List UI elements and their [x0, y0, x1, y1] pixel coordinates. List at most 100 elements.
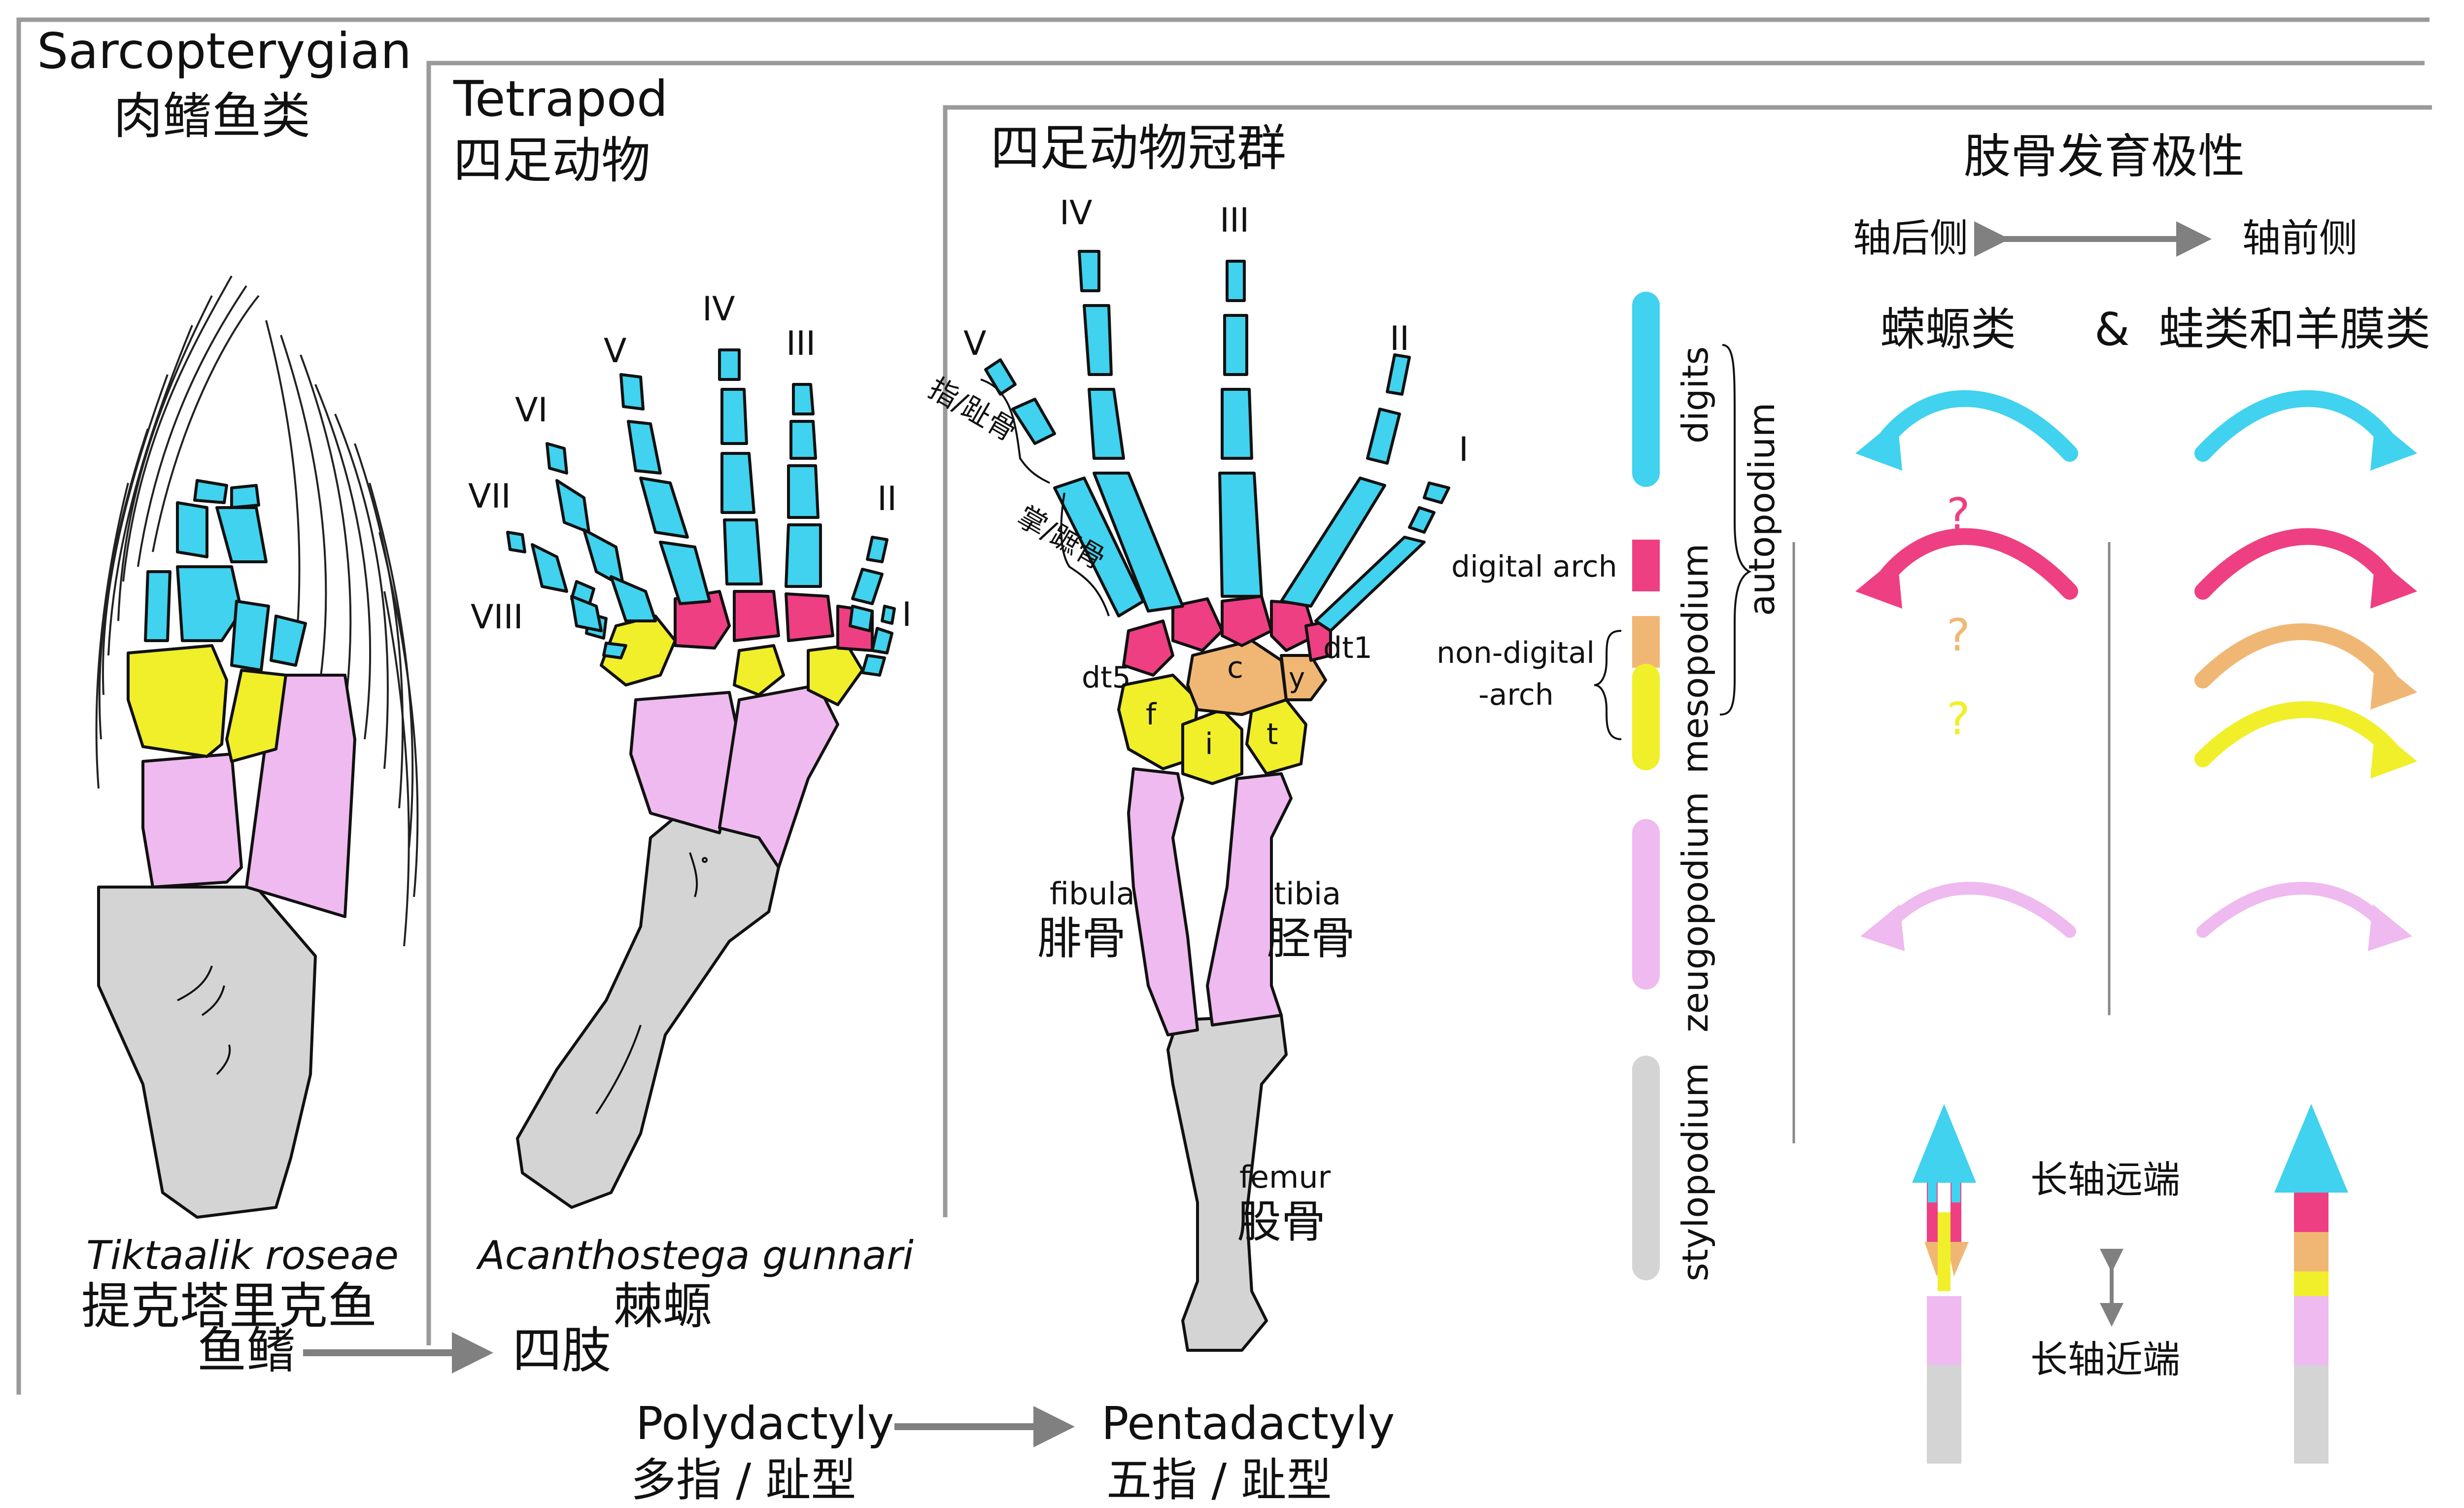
sarcopterygian-frame	[16, 17, 2430, 1395]
crown-digits	[984, 250, 1450, 632]
acanthostega-tarsal-1	[600, 615, 677, 686]
tiktaalik-cn-name: 提克塔里克鱼	[81, 1277, 377, 1335]
frog-zeugopodium-arrowhead	[2368, 904, 2412, 951]
acanthostega-digital-arch	[674, 590, 874, 652]
legend-non-digital-arch-label-1: non-digital	[1437, 636, 1595, 670]
frog-amniote-arcs	[2194, 390, 2417, 951]
tibia-label-cn: 胫骨	[1266, 913, 1355, 964]
fin-rays	[95, 275, 419, 947]
fibula-label: fibula	[1050, 876, 1135, 912]
distal-label: 长轴远端	[2030, 1158, 2180, 1201]
salamander-proximodistal-arrow	[1912, 1104, 1976, 1464]
tarsal-c-label: c	[1227, 651, 1243, 685]
fin-label-cn: 鱼鳍	[197, 1322, 296, 1379]
frog-digital-arch-arc	[2194, 528, 2398, 600]
tiktaalik-radial-7	[193, 479, 228, 504]
acanthostega-digit-label-vii: VII	[468, 477, 511, 516]
legend-non-digital-arch-bar-a	[1632, 616, 1660, 668]
crown-tetrapod-frame	[943, 105, 2432, 1217]
pentadactyly-label-cn: 五指 / 趾型	[1106, 1454, 1332, 1507]
tiktaalik-humerus	[97, 886, 317, 1219]
crown-digit-label-v: V	[963, 324, 987, 363]
acanthostega-cn-name: 棘螈	[614, 1277, 712, 1335]
sarcopterygian-title-cn: 肉鳍鱼类	[113, 87, 310, 145]
tiktaalik-fin	[95, 275, 419, 1219]
tiktaalik-intermedium	[225, 669, 287, 763]
limb-label-cn: 四肢	[513, 1322, 611, 1379]
segment-legend	[1632, 292, 1660, 1280]
crown-digit-label-iv: IV	[1060, 194, 1093, 233]
pentadactyly-label: Pentadactyly	[1101, 1397, 1395, 1450]
acanthostega-limb	[506, 348, 896, 1209]
salamanders-label: 蝾螈类	[1880, 303, 2016, 356]
sarcopterygian-title: Sarcopterygian	[37, 22, 411, 80]
tiktaalik-latin-name: Tiktaalik roseae	[86, 1233, 399, 1278]
acanthostega-digit-label-iii: III	[786, 324, 816, 363]
polydactyly-label: Polydactyly	[636, 1397, 894, 1450]
salamander-non-digital-arch-a-question: ?	[1947, 610, 1970, 661]
frog-digits-arc	[2194, 390, 2398, 462]
frog-non-digital-arch-b-arrowhead	[2370, 727, 2417, 779]
salamander-digits-arc	[1874, 390, 2078, 462]
polydactyly-label-cn: 多指 / 趾型	[631, 1454, 856, 1507]
tarsal-f-label: f	[1146, 697, 1157, 732]
tiktaalik-radial-8	[230, 484, 260, 509]
acanthostega-femur	[516, 812, 780, 1209]
frog-non-digital-arch-b-arc	[2194, 701, 2398, 767]
crown-tibia	[1206, 772, 1293, 1027]
salamander-zeugopodium-arc	[1881, 882, 2076, 938]
tiktaalik-radial-5	[230, 600, 270, 672]
fibula-label-cn: 腓骨	[1037, 913, 1126, 964]
frog-zeugopodium-arc	[2196, 882, 2392, 938]
postaxial-label: 轴后侧	[1853, 216, 1968, 261]
legend-digits-label: digits	[1675, 346, 1716, 444]
dt5-label: dt5	[1082, 660, 1131, 695]
crown-digital-arch	[1122, 595, 1332, 677]
crown-tetrapod-limb	[984, 250, 1450, 1352]
crown-femur	[1166, 1014, 1288, 1352]
femur-label-cn: 股骨	[1237, 1196, 1326, 1248]
crown-tarsal-c	[1186, 639, 1288, 716]
tarsal-i-label: i	[1205, 727, 1213, 761]
salamander-arcs	[1855, 390, 2078, 951]
tetrapod-title-cn: 四足动物	[453, 132, 650, 189]
crown-tarsal-f	[1117, 674, 1199, 770]
acanthostega-digit-label-vi: VI	[515, 391, 548, 430]
acanthostega-digit-label-iv: IV	[702, 290, 735, 329]
metapodials-bracket	[1060, 492, 1110, 617]
tetrapod-frame	[426, 61, 2425, 1345]
tibia-label: tibia	[1274, 876, 1341, 912]
salamander-digits-arrowhead	[1855, 419, 1902, 471]
acanthostega-digit-label-ii: II	[877, 480, 897, 518]
clade-frames	[16, 17, 2432, 1395]
acanthostega-digit-label-i: I	[902, 595, 912, 634]
acanthostega-latin-name: Acanthostega gunnari	[476, 1233, 914, 1278]
salamander-digital-arch-arc	[1874, 528, 2078, 600]
crown-digit-label-iii: III	[1220, 201, 1249, 240]
autopodium-brace	[1719, 344, 1752, 716]
acanthostega-fibula	[629, 691, 741, 834]
frog-digital-arch-arrowhead	[2370, 557, 2417, 609]
tiktaalik-radial-2	[176, 501, 208, 558]
crown-tarsal-y	[1280, 654, 1327, 701]
crown-tarsals	[1117, 639, 1327, 785]
tetrapod-title: Tetrapod	[453, 70, 668, 128]
tiktaalik-radial-4	[215, 506, 268, 563]
legend-zeugopodium-label: zeugopodium	[1675, 791, 1716, 1032]
legend-stylopodium-label: stylopodium	[1675, 1062, 1716, 1281]
frogs-amniotes-label: 蛙类和羊膜类	[2158, 303, 2430, 356]
tarsal-y-label: y	[1289, 662, 1305, 694]
frog-digits-arrowhead	[2370, 419, 2417, 471]
crown-tetrapod-title-cn: 四足动物冠群	[991, 119, 1286, 177]
salamander-digital-arch-question: ?	[1947, 489, 1970, 541]
frog-non-digital-arch-a-arrowhead	[2370, 658, 2417, 710]
preaxial-label: 轴前侧	[2242, 216, 2358, 261]
crown-digit-label-ii: II	[1390, 319, 1409, 358]
ampersand-label: &	[2094, 303, 2130, 356]
crown-fibula	[1127, 767, 1199, 1036]
legend-non-digital-arch-label-2: -arch	[1478, 678, 1554, 712]
salamander-non-digital-arch-b-question: ?	[1947, 693, 1970, 745]
tiktaalik-radial-3	[176, 565, 243, 642]
tiktaalik-radial-1	[144, 570, 171, 642]
